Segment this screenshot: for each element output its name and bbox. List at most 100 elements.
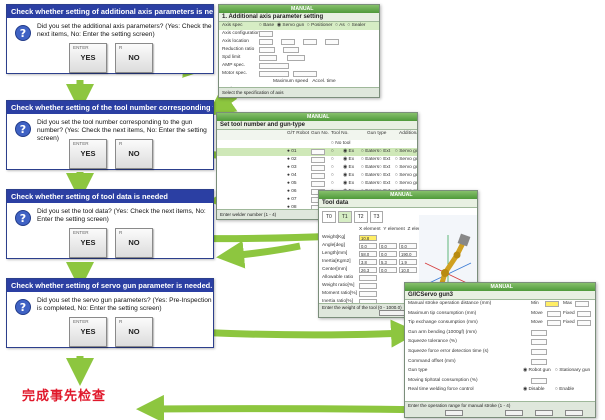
gun-type-radio[interactable]: ○ Ext	[379, 157, 391, 162]
tool-value-field[interactable]: 0.0	[359, 243, 377, 249]
tab-t1[interactable]: T1	[337, 211, 352, 223]
servo-param-row: Manual stroke operation distance (mm)Min…	[405, 300, 595, 310]
tool-value-field[interactable]	[359, 291, 377, 297]
param-field[interactable]	[545, 301, 559, 307]
gun-type-radio[interactable]: ○ Eaters	[361, 165, 380, 170]
value-field[interactable]	[287, 55, 305, 61]
gun-row[interactable]: ● 04○◉ Ex○ Eaters○ Ext○ Servo gun	[217, 172, 417, 180]
gun-type-radio[interactable]: ○ Ext	[379, 181, 391, 186]
radio-servo-gun[interactable]: ◉ Servo gun	[276, 23, 305, 28]
param-field[interactable]	[531, 358, 547, 365]
tool-value-field[interactable]: 10.0	[399, 267, 417, 273]
value-field[interactable]	[259, 47, 275, 53]
gun-type-radio[interactable]: ○ Ext	[379, 173, 391, 178]
param-field[interactable]	[577, 310, 591, 317]
complete-button[interactable]	[565, 410, 583, 416]
tool-value-field[interactable]: 0.0	[399, 243, 417, 249]
question-icon: ?	[15, 299, 31, 315]
tool-number-field[interactable]	[311, 165, 325, 171]
gun-row[interactable]: ● 01○◉ Ex○ Eaters○ Ext○ Servo gun	[217, 148, 417, 156]
tool-value-field[interactable]	[359, 283, 377, 289]
value-field[interactable]	[293, 71, 317, 77]
gun-type-radio[interactable]: ○ Servo gun	[395, 181, 417, 186]
value-field[interactable]	[259, 71, 289, 77]
gun-type-radio[interactable]: ○ Eaters	[361, 157, 380, 162]
param-field[interactable]	[547, 320, 561, 327]
tool-value-field[interactable]: 0.0	[379, 267, 397, 273]
radio-as[interactable]: ○ As	[335, 23, 345, 28]
tool-value-field[interactable]: 1.9	[399, 259, 417, 265]
gun-type-radio[interactable]: ○ Servo gun	[395, 157, 417, 162]
tool-value-field[interactable]	[359, 275, 377, 281]
gun-type-radio[interactable]: ○ Eaters	[361, 181, 380, 186]
gun-type-radio[interactable]: ○ Ext	[379, 149, 391, 154]
param-field[interactable]	[531, 377, 547, 384]
tool-number-field[interactable]	[311, 181, 325, 187]
gun-type-radio[interactable]: ◉ Ex	[343, 181, 355, 186]
gun-type-radio[interactable]: ◉ Ex	[343, 157, 355, 162]
tab-t2[interactable]: T2	[353, 211, 368, 223]
gun-row[interactable]: ● 05○◉ Ex○ Eaters○ Ext○ Servo gun	[217, 180, 417, 188]
value-field[interactable]	[283, 47, 299, 53]
gun-type-radio[interactable]: ○ Ext	[379, 165, 391, 170]
radio-base[interactable]: ○ Base	[259, 23, 275, 28]
param-field[interactable]	[531, 339, 547, 346]
tool-number-field[interactable]	[311, 173, 325, 179]
value-field[interactable]	[303, 39, 317, 45]
gun-type-radio[interactable]: ○ Eaters	[361, 149, 380, 154]
gun-type-radio[interactable]: ◉ Ex	[343, 165, 355, 170]
tab-t0[interactable]: T0	[322, 211, 336, 223]
value-field[interactable]	[259, 63, 289, 69]
tool-number-field[interactable]	[311, 157, 325, 163]
tool-value-field[interactable]: 3.8	[359, 259, 377, 265]
tool-value-field[interactable]: 190.0	[399, 251, 417, 257]
radio-sealer[interactable]: ○ Sealer	[347, 23, 366, 28]
reset-button[interactable]	[505, 410, 523, 416]
tool-value-field[interactable]: 5.3	[379, 259, 397, 265]
gun-type-radio[interactable]: ○	[331, 173, 334, 178]
value-field[interactable]	[325, 39, 339, 45]
value-field[interactable]	[281, 39, 295, 45]
tool-value-field[interactable]: 0.0	[379, 243, 397, 249]
gun-type-radio[interactable]: ○ Servo gun	[395, 165, 417, 170]
auto-calculation-button[interactable]	[379, 310, 405, 316]
screen-footer: Select the specification of axis	[219, 87, 379, 97]
gun-type-radio[interactable]: ○	[331, 149, 334, 154]
tool-number-field[interactable]	[311, 149, 325, 155]
option-label: Move	[531, 310, 543, 316]
tool-value-field[interactable]: 26.3	[359, 267, 377, 273]
value-field[interactable]	[259, 39, 273, 45]
tool-value-field[interactable]: 58.0	[359, 251, 377, 257]
gun-type-radio[interactable]: ○ Servo gun	[395, 149, 417, 154]
gun-type-radio[interactable]: ○ Eaters	[361, 173, 380, 178]
tab-t3[interactable]: T3	[369, 211, 384, 223]
param-field[interactable]	[531, 348, 547, 355]
gun-row[interactable]: ● 03○◉ Ex○ Eaters○ Ext○ Servo gun	[217, 164, 417, 172]
tool-value-field[interactable]: 10.8	[359, 235, 377, 241]
max-jog-button[interactable]	[535, 410, 553, 416]
gun-type-radio[interactable]: ○	[331, 157, 334, 162]
value-field[interactable]	[259, 31, 273, 37]
teaching-button[interactable]	[445, 410, 463, 416]
param-field[interactable]	[575, 301, 589, 307]
gun-type-radio[interactable]: ◉ Ex	[343, 173, 355, 178]
param-field[interactable]	[577, 320, 591, 327]
gun-type-radio[interactable]: ○ Servo gun	[395, 173, 417, 178]
value-field[interactable]	[259, 55, 277, 61]
gun-type-radio[interactable]: ○	[331, 165, 334, 170]
param-field[interactable]	[531, 329, 547, 336]
param-field[interactable]	[547, 310, 561, 317]
tool-value-field[interactable]: 0.0	[379, 251, 397, 257]
radio-positioner[interactable]: ○ Positioner	[306, 23, 333, 28]
gun-row[interactable]: ● 02○◉ Ex○ Eaters○ Ext○ Servo gun	[217, 156, 417, 164]
gun-type-radio[interactable]: ○	[331, 181, 334, 186]
gun-type-radio[interactable]: ◉ Ex	[343, 149, 355, 154]
